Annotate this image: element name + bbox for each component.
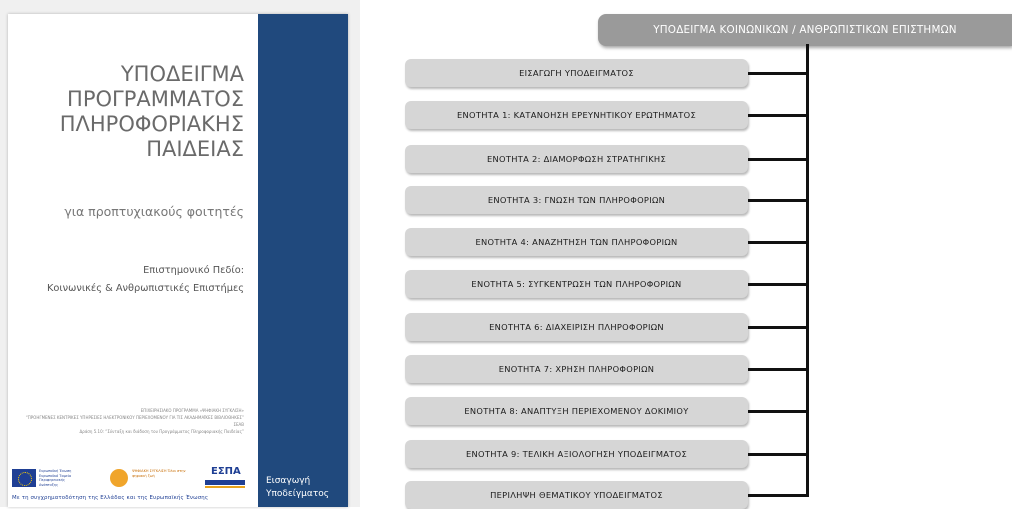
nav-item-label: ΕΝΟΤΗΤΑ 7: ΧΡΗΣΗ ΠΛΗΡΟΦΟΡΙΩΝ — [498, 364, 655, 374]
model-header[interactable]: ΥΠΟΔΕΙΓΜΑ ΚΟΙΝΩΝΙΚΩΝ / ΑΝΘΡΩΠΙΣΤΙΚΩΝ ΕΠΙ… — [598, 14, 1012, 46]
nav-item-label: ΕΝΟΤΗΤΑ 1: ΚΑΤΑΝΟΗΣΗ ΕΡΕΥΝΗΤΙΚΟΥ ΕΡΩΤΗΜΑ… — [457, 110, 696, 120]
espa-logo: ΕΣΠΑ — [205, 466, 249, 490]
connector-branch — [748, 410, 808, 413]
stripe-label: Εισαγωγή Υποδείγματος — [266, 475, 329, 501]
nav-item-summary[interactable]: ΠΕΡΙΛΗΨΗ ΘΕΜΑΤΙΚΟΥ ΥΠΟΔΕΙΓΜΑΤΟΣ — [405, 481, 748, 509]
espa-logo-text: ΕΣΠΑ — [211, 466, 241, 477]
digital-convergence-icon — [110, 469, 128, 487]
nav-item-unit-9[interactable]: ΕΝΟΤΗΤΑ 9: ΤΕΛΙΚΗ ΑΞΙΟΛΟΓΗΣΗ ΥΠΟΔΕΙΓΜΑΤΟ… — [405, 440, 748, 468]
cover-title-line: ΥΠΟΔΕΙΓΜΑ — [120, 62, 244, 86]
stripe-label-line: Εισαγωγή — [266, 476, 311, 486]
eu-logo: Ευρωπαϊκή Ένωση Ευρωπαϊκό Ταμείο Περιφερ… — [12, 468, 72, 490]
program-line: ΣΕΑΒ — [233, 422, 244, 427]
espa-logo-bar — [205, 480, 245, 485]
cover-title-line: ΠΡΟΓΡΑΜΜΑΤΟΣ — [67, 87, 244, 111]
connector-trunk — [806, 44, 809, 497]
cover-program-text: ΕΠΙΧΕΙΡΗΣΙΑΚΟ ΠΡΟΓΡΑΜΜΑ «ΨΗΦΙΑΚΗ ΣΥΓΚΛΙΣ… — [4, 407, 244, 435]
cover-field: Επιστημονικό Πεδίο: Κοινωνικές & Ανθρωπι… — [4, 262, 244, 298]
nav-item-unit-2[interactable]: ΕΝΟΤΗΤΑ 2: ΔΙΑΜΟΡΦΩΣΗ ΣΤΡΑΤΗΓΙΚΗΣ — [405, 145, 748, 173]
eu-logo-text: Ευρωπαϊκή Ένωση Ευρωπαϊκό Ταμείο Περιφερ… — [39, 469, 72, 487]
eu-flag-icon — [12, 469, 36, 487]
digital-convergence-text: ΨΗΦΙΑΚΗ ΣΥΓΚΛΙΣΗ Όλοι στην ψηφιακή ζωή — [132, 469, 186, 478]
program-line: Δράση 5.10: “Σύνταξη και διάδοση του Προ… — [79, 429, 244, 434]
program-line: “ΠΡΟΗΓΜΕΝΕΣ ΚΕΝΤΡΙΚΕΣ ΥΠΗΡΕΣΙΕΣ ΗΛΕΚΤΡΟΝ… — [25, 415, 244, 420]
nav-item-label: ΕΝΟΤΗΤΑ 6: ΔΙΑΧΕΙΡΙΣΗ ΠΛΗΡΟΦΟΡΙΩΝ — [489, 322, 664, 332]
connector-branch — [748, 368, 808, 371]
nav-item-label: ΕΙΣΑΓΩΓΗ ΥΠΟΔΕΙΓΜΑΤΟΣ — [519, 68, 634, 78]
connector-branch — [748, 453, 808, 456]
nav-item-introduction[interactable]: ΕΙΣΑΓΩΓΗ ΥΠΟΔΕΙΓΜΑΤΟΣ — [405, 59, 748, 87]
connector-branch — [748, 283, 808, 286]
connector-branch — [748, 114, 808, 117]
cover-panel: ΥΠΟΔΕΙΓΜΑ ΠΡΟΓΡΑΜΜΑΤΟΣ ΠΛΗΡΟΦΟΡΙΑΚΗΣ ΠΑΙ… — [0, 0, 360, 507]
model-header-label: ΥΠΟΔΕΙΓΜΑ ΚΟΙΝΩΝΙΚΩΝ / ΑΝΘΡΩΠΙΣΤΙΚΩΝ ΕΠΙ… — [653, 24, 957, 36]
cover-field-value: Κοινωνικές & Ανθρωπιστικές Επιστήμες — [46, 283, 244, 294]
connector-branch — [748, 199, 808, 202]
connector-branch — [748, 158, 808, 161]
cover-title: ΥΠΟΔΕΙΓΜΑ ΠΡΟΓΡΑΜΜΑΤΟΣ ΠΛΗΡΟΦΟΡΙΑΚΗΣ ΠΑΙ… — [4, 62, 244, 162]
nav-item-unit-8[interactable]: ΕΝΟΤΗΤΑ 8: ΑΝΑΠΤΥΞΗ ΠΕΡΙΕΧΟΜΕΝΟΥ ΔΟΚΙΜΙΟ… — [405, 397, 748, 425]
stripe-label-line: Υποδείγματος — [266, 489, 330, 499]
sponsor-logos: Ευρωπαϊκή Ένωση Ευρωπαϊκό Ταμείο Περιφερ… — [12, 466, 252, 492]
nav-item-unit-7[interactable]: ΕΝΟΤΗΤΑ 7: ΧΡΗΣΗ ΠΛΗΡΟΦΟΡΙΩΝ — [405, 355, 748, 383]
cover-field-label: Επιστημονικό Πεδίο: — [143, 265, 244, 276]
nav-item-unit-3[interactable]: ΕΝΟΤΗΤΑ 3: ΓΝΩΣΗ ΤΩΝ ΠΛΗΡΟΦΟΡΙΩΝ — [405, 186, 748, 214]
connector-branch — [748, 326, 808, 329]
nav-item-unit-5[interactable]: ΕΝΟΤΗΤΑ 5: ΣΥΓΚΕΝΤΡΩΣΗ ΤΩΝ ΠΛΗΡΟΦΟΡΙΩΝ — [405, 270, 748, 298]
nav-item-label: ΠΕΡΙΛΗΨΗ ΘΕΜΑΤΙΚΟΥ ΥΠΟΔΕΙΓΜΑΤΟΣ — [490, 490, 663, 500]
nav-item-label: ΕΝΟΤΗΤΑ 2: ΔΙΑΜΟΡΦΩΣΗ ΣΤΡΑΤΗΓΙΚΗΣ — [486, 154, 667, 164]
connector-branch — [748, 494, 808, 497]
cover-stripe: Εισαγωγή Υποδείγματος — [258, 14, 348, 507]
cover-subtitle: για προπτυχιακούς φοιτητές — [64, 204, 244, 219]
cover-title-line: ΠΑΙΔΕΙΑΣ — [146, 137, 244, 161]
connector-branch — [748, 241, 808, 244]
cover-footer: Με τη συγχρηματοδότηση της Ελλάδας και τ… — [12, 495, 209, 501]
nav-item-unit-1[interactable]: ΕΝΟΤΗΤΑ 1: ΚΑΤΑΝΟΗΣΗ ΕΡΕΥΝΗΤΙΚΟΥ ΕΡΩΤΗΜΑ… — [405, 101, 748, 129]
nav-item-label: ΕΝΟΤΗΤΑ 9: ΤΕΛΙΚΗ ΑΞΙΟΛΟΓΗΣΗ ΥΠΟΔΕΙΓΜΑΤΟ… — [465, 449, 687, 459]
nav-item-unit-6[interactable]: ΕΝΟΤΗΤΑ 6: ΔΙΑΧΕΙΡΙΣΗ ΠΛΗΡΟΦΟΡΙΩΝ — [405, 313, 748, 341]
cover-title-line: ΠΛΗΡΟΦΟΡΙΑΚΗΣ — [59, 112, 244, 136]
nav-item-label: ΕΝΟΤΗΤΑ 4: ΑΝΑΖΗΤΗΣΗ ΤΩΝ ΠΛΗΡΟΦΟΡΙΩΝ — [475, 237, 678, 247]
program-line: ΕΠΙΧΕΙΡΗΣΙΑΚΟ ΠΡΟΓΡΑΜΜΑ «ΨΗΦΙΑΚΗ ΣΥΓΚΛΙΣ… — [140, 408, 244, 413]
cover-page: ΥΠΟΔΕΙΓΜΑ ΠΡΟΓΡΑΜΜΑΤΟΣ ΠΛΗΡΟΦΟΡΙΑΚΗΣ ΠΑΙ… — [8, 14, 348, 507]
nav-item-label: ΕΝΟΤΗΤΑ 5: ΣΥΓΚΕΝΤΡΩΣΗ ΤΩΝ ΠΛΗΡΟΦΟΡΙΩΝ — [471, 279, 682, 289]
espa-logo-bar-accent — [205, 486, 245, 488]
nav-item-label: ΕΝΟΤΗΤΑ 3: ΓΝΩΣΗ ΤΩΝ ΠΛΗΡΟΦΟΡΙΩΝ — [487, 195, 666, 205]
connector-branch — [748, 72, 808, 75]
nav-item-unit-4[interactable]: ΕΝΟΤΗΤΑ 4: ΑΝΑΖΗΤΗΣΗ ΤΩΝ ΠΛΗΡΟΦΟΡΙΩΝ — [405, 228, 748, 256]
nav-item-label: ΕΝΟΤΗΤΑ 8: ΑΝΑΠΤΥΞΗ ΠΕΡΙΕΧΟΜΕΝΟΥ ΔΟΚΙΜΙΟ… — [464, 406, 689, 416]
digital-convergence-logo: ΨΗΦΙΑΚΗ ΣΥΓΚΛΙΣΗ Όλοι στην ψηφιακή ζωή — [110, 468, 190, 490]
